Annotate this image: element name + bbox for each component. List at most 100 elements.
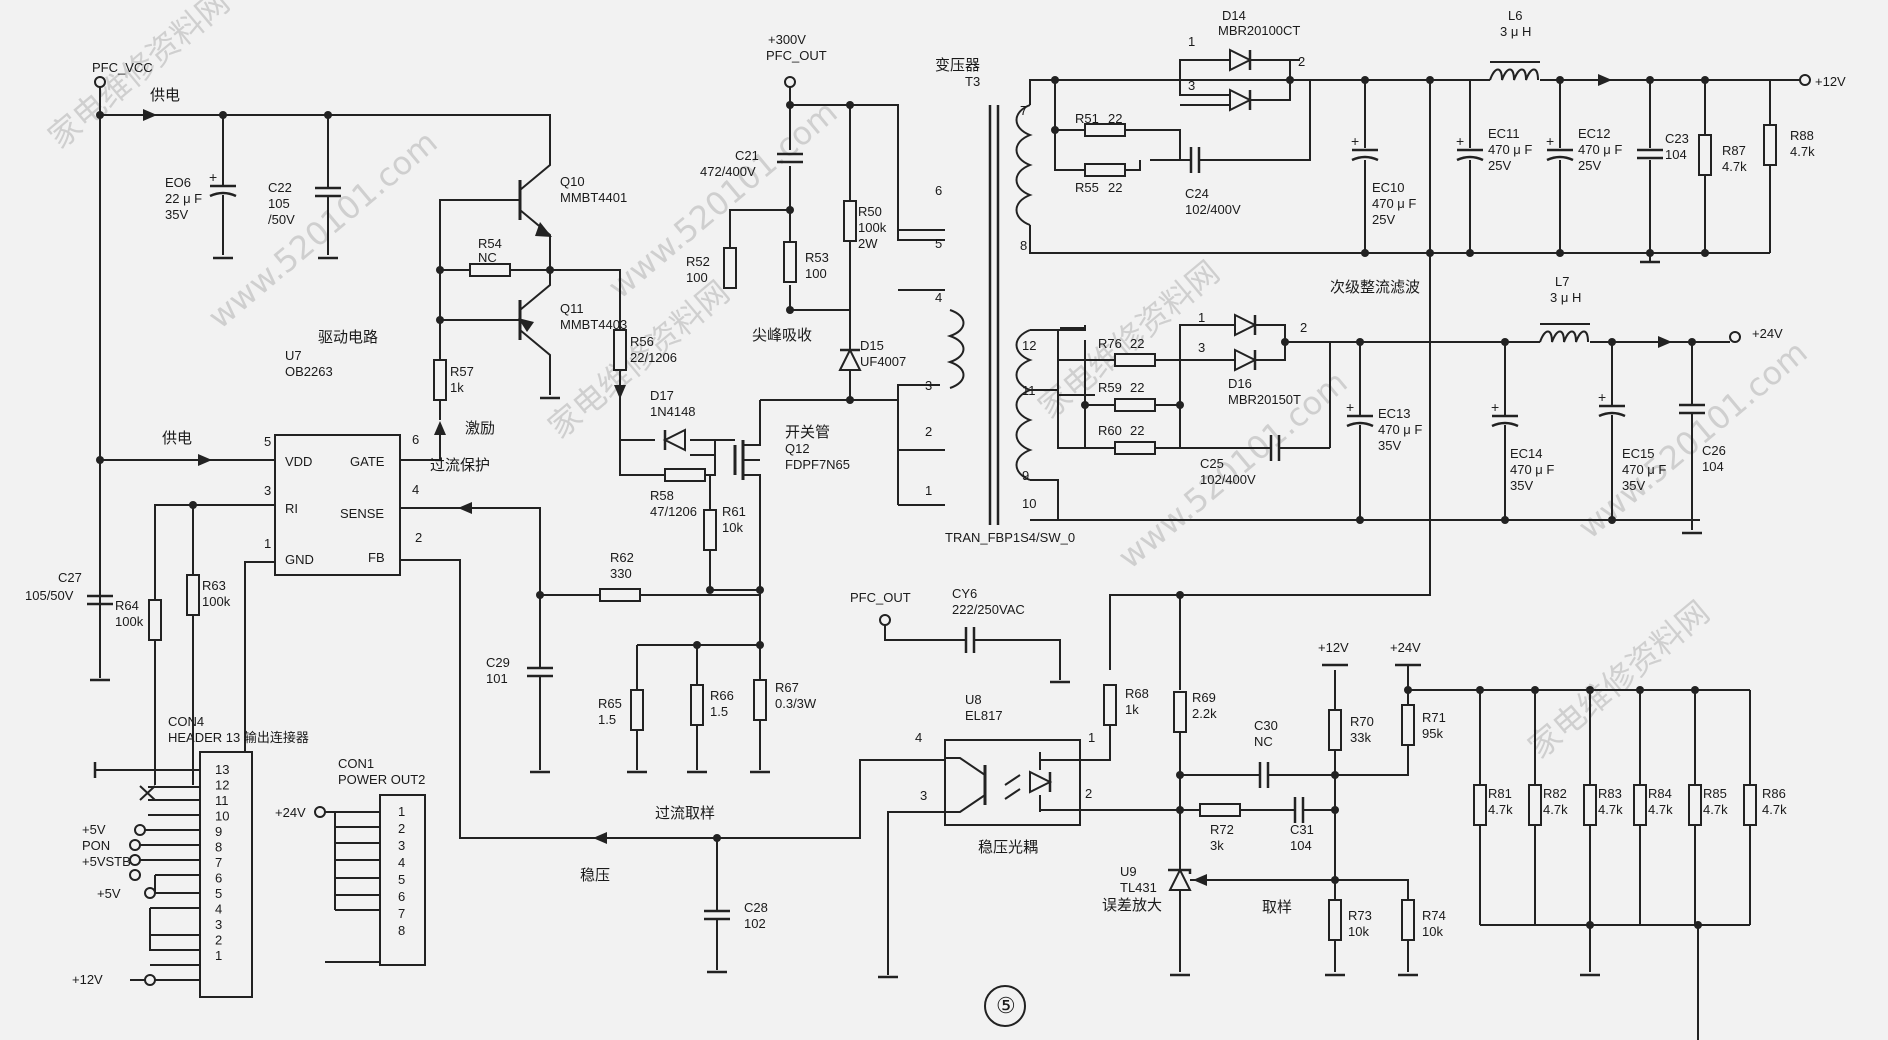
pin-num: 2 [1300, 320, 1307, 335]
wire [439, 199, 621, 360]
part-value: 1k [450, 380, 464, 395]
part-ref: EC14 [1510, 446, 1543, 461]
ic-pin-gnd: GND [285, 552, 314, 567]
junction [1531, 686, 1539, 694]
wire [1085, 324, 1270, 449]
connector-ref: CON1 [338, 756, 374, 771]
part-value: 102 [744, 916, 766, 931]
connector-pin-number: 7 [215, 855, 222, 870]
junction [1176, 401, 1184, 409]
pin-num: 5 [935, 236, 942, 251]
junction [1331, 806, 1339, 814]
junction [436, 266, 444, 274]
wire [690, 399, 898, 456]
connector-pin-number: 7 [398, 906, 405, 921]
wire [95, 769, 200, 816]
junction [324, 111, 332, 119]
part-value: 47/1206 [650, 504, 697, 519]
part-ref: EC12 [1578, 126, 1611, 141]
note-oc-sample: 过流取样 [655, 805, 715, 822]
part-ref: EC13 [1378, 406, 1411, 421]
part-value: 4.7k [1790, 144, 1815, 159]
part-value: 101 [486, 671, 508, 686]
connector-ref: CON4 [168, 714, 204, 729]
wire [1335, 665, 1409, 972]
resistor-r73 [1328, 899, 1342, 941]
connector-pin-number: 3 [215, 917, 222, 932]
inductor-l6 [1489, 68, 1539, 81]
ic-pin-num: 5 [264, 434, 271, 449]
note-spike: 尖峰吸收 [752, 327, 812, 344]
part-value: 100k [858, 220, 887, 235]
part-ref: C24 [1185, 186, 1209, 201]
part-ref: R64 [115, 598, 139, 613]
part-value: /50V [268, 212, 295, 227]
resistor-r50 [843, 200, 857, 242]
connector-pin-number: 12 [215, 778, 229, 793]
junction [536, 591, 544, 599]
capacitor-c23 [1635, 148, 1665, 160]
part-ref: R59 [1098, 380, 1122, 395]
resistor-r54 [469, 263, 511, 277]
part-value: 100k [115, 614, 144, 629]
resistor-r70 [1328, 709, 1342, 751]
junction [1404, 686, 1412, 694]
part-value: 470 μ F [1622, 462, 1666, 477]
part-ref: R87 [1722, 143, 1746, 158]
output-24v-terminal [1729, 331, 1741, 343]
part-value: 0.3/3W [775, 696, 817, 711]
part-ref: D17 [650, 388, 674, 403]
pin-num: 3 [920, 788, 927, 803]
capacitor-c29 [525, 666, 555, 678]
resistor-r55 [1084, 163, 1126, 177]
diode-d14a [1228, 48, 1252, 72]
wire [1109, 253, 1431, 690]
part-ref: R53 [805, 250, 829, 265]
part-ref: R72 [1210, 822, 1234, 837]
part-value: 22 [1130, 423, 1144, 438]
pin-terminal [144, 974, 156, 986]
connector-title: HEADER 13 输出连接器 [168, 730, 309, 745]
capacitor-c28 [702, 909, 732, 921]
part-ref: C23 [1665, 131, 1689, 146]
ic-title: 驱动电路 [318, 329, 378, 346]
transistor-q11 [518, 270, 551, 395]
part-value: 472/400V [700, 164, 756, 179]
net-label-12v: +12V [1318, 640, 1349, 655]
part-value: 100k [202, 594, 231, 609]
note-rectify: 次级整流滤波 [1330, 279, 1420, 296]
part-value: 4.7k [1598, 802, 1623, 817]
figure-number: ⑤ [996, 993, 1016, 1018]
resistor-r72 [1199, 803, 1241, 817]
junction [1466, 249, 1474, 257]
junction [189, 501, 197, 509]
arrow-left-icon [1193, 874, 1207, 886]
part-ref: R69 [1192, 690, 1216, 705]
part-ref: EC10 [1372, 180, 1405, 195]
pin-terminal [129, 839, 141, 851]
part-value: 10k [1422, 924, 1443, 939]
junction [1586, 686, 1594, 694]
part-value: 22 [1108, 180, 1122, 195]
resistor-r59 [1114, 398, 1156, 412]
resistor-r83 [1583, 784, 1597, 826]
junction [1701, 76, 1709, 84]
part-value: 105/50V [25, 588, 74, 603]
part-value: 35V [1378, 438, 1401, 453]
pin-num: 1 [1198, 310, 1205, 325]
resistor-r74 [1401, 899, 1415, 941]
part-ref: D16 [1228, 376, 1252, 391]
junction [1361, 76, 1369, 84]
part-ref: R58 [650, 488, 674, 503]
resistor-r64 [148, 599, 162, 641]
part-ref: Q12 [785, 441, 810, 456]
resistor-r53 [783, 241, 797, 283]
connector-pin-number: 4 [215, 902, 222, 917]
resistor-r61 [703, 509, 717, 551]
part-value: NC [1254, 734, 1273, 749]
part-ref: R54 [478, 236, 502, 251]
part-value: 104 [1665, 147, 1687, 162]
ic-ref: U7 [285, 348, 302, 363]
ic-pin-num: 1 [264, 536, 271, 551]
part-value: 3 μ H [1500, 24, 1531, 39]
